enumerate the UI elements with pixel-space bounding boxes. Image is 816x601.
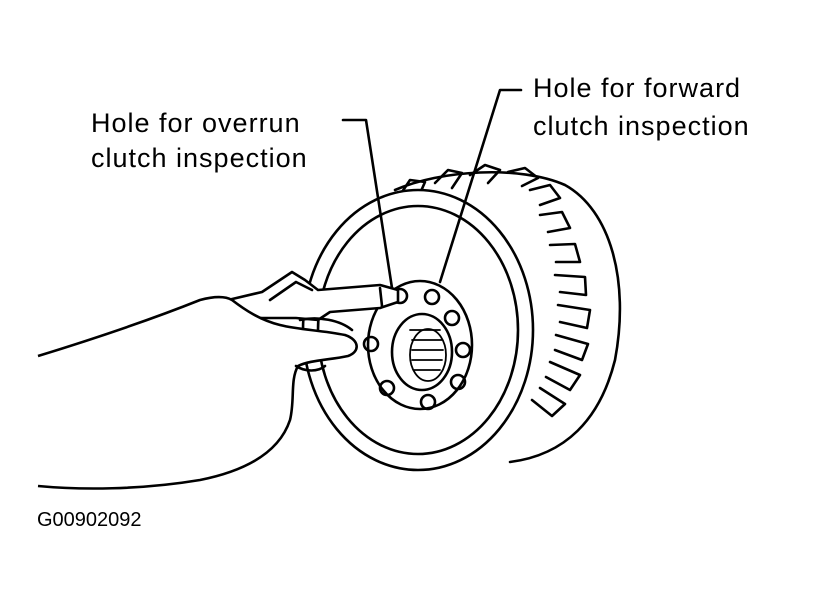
forward-label-line2: clutch inspection (533, 111, 750, 141)
clutch-drum (301, 163, 622, 472)
forward-label-line1: Hole for forward (533, 73, 741, 103)
overrun-leader-line (341, 118, 394, 290)
figure-code: G00902092 (37, 509, 142, 531)
overrun-label-line1: Hole for overrun (91, 108, 301, 138)
forward-leader-line (438, 88, 523, 284)
hand-with-air-gun (37, 270, 400, 490)
overrun-label-line2: clutch inspection (91, 143, 308, 173)
inspection-holes (362, 288, 472, 411)
drum-splines (398, 163, 592, 418)
